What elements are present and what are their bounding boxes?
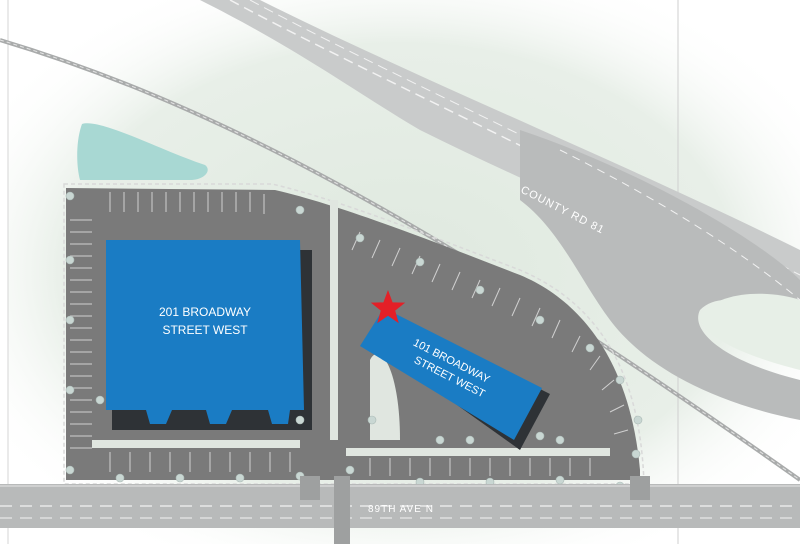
parking-stalls-diagonal [351, 231, 629, 435]
parking-island [330, 200, 338, 440]
parking-stalls-bottom [109, 452, 591, 476]
site-access-drive [300, 476, 320, 500]
road-label-89th-ave-n: 89TH AVE N [368, 504, 434, 515]
rail-corridor-center [0, 39, 800, 481]
site-access-drive [334, 476, 350, 544]
ramp-loop-inner [700, 293, 800, 370]
building-101-footprint [360, 308, 542, 440]
left-edge-strip [0, 0, 8, 544]
county-rd-81-lane-mark [229, 0, 800, 291]
building-201-label-line1: 201 BROADWAY [159, 305, 251, 319]
parking-stalls-left [70, 219, 92, 449]
county-rd-81-road [200, 0, 800, 330]
building-201-label-line2: STREET WEST [162, 323, 248, 337]
ramp-loop [520, 130, 800, 420]
parking-stalls-top [109, 192, 265, 214]
site-access-drive [630, 476, 650, 500]
parking-island [92, 440, 300, 448]
pond [77, 123, 208, 180]
parking-island [370, 353, 400, 440]
building-201-footprint [106, 240, 304, 424]
star-icon [370, 290, 406, 324]
ramp-lane-mark [559, 149, 800, 301]
parking-island [346, 448, 610, 456]
